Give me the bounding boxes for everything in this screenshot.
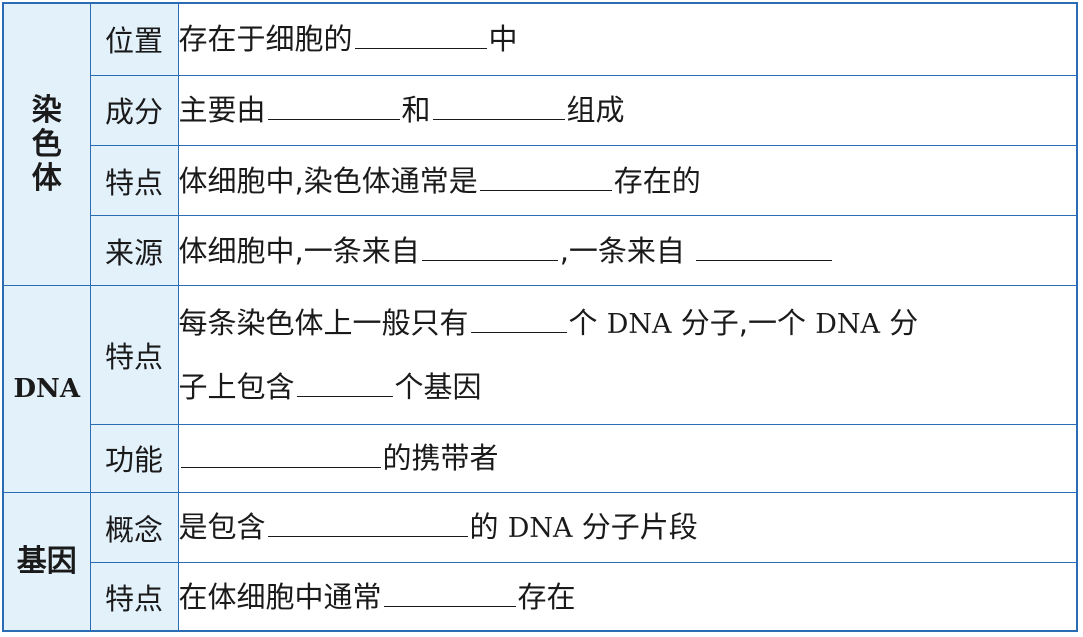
table-row: 来源 体细胞中,一条来自 ,一条来自	[3, 215, 1078, 287]
fill-blank[interactable]	[267, 510, 468, 537]
attribute-cell: 特点	[89, 144, 179, 217]
description-cell: 每条染色体上一般只有 个 DNA 分子,一个 DNA 分子上包含 个基因	[177, 285, 1078, 425]
fill-blank[interactable]	[354, 22, 487, 50]
fill-blank[interactable]	[180, 441, 381, 469]
fill-blank[interactable]	[267, 93, 400, 121]
description-cell: 存在于细胞的 中	[177, 2, 1078, 76]
text-segment: 的携带者	[382, 441, 499, 476]
text-segment: DNA	[507, 512, 573, 544]
description-cell: 主要由 和 组成	[177, 74, 1078, 146]
category-gene: 基因	[2, 492, 91, 632]
text-segment: 的	[469, 509, 499, 544]
fill-blank[interactable]	[296, 370, 393, 398]
fill-blank[interactable]	[421, 234, 558, 261]
description-cell: 的携带者	[177, 423, 1078, 494]
attribute-cell: 特点	[89, 562, 179, 632]
text-segment: 组成	[566, 93, 625, 128]
text-segment: DNA	[606, 309, 672, 341]
text-segment: 分	[889, 306, 919, 341]
fill-blank[interactable]	[696, 234, 833, 261]
text-segment: ,一条来自	[559, 233, 685, 268]
attribute-cell: 来源	[89, 215, 179, 287]
attribute-cell: 功能	[89, 423, 179, 494]
text-segment: 和	[401, 93, 431, 128]
fill-blank[interactable]	[432, 93, 565, 121]
description-cell: 体细胞中,染色体通常是 存在的	[177, 144, 1078, 217]
attribute-cell: 位置	[89, 2, 179, 76]
text-segment: 存在的	[613, 163, 701, 198]
text-segment: 个基因	[394, 370, 482, 405]
description-cell: 是包含 的 DNA 分子片段	[177, 492, 1078, 564]
table-row: 成分 主要由 和 组成	[3, 74, 1078, 146]
text-segment: 个	[568, 306, 598, 341]
text-segment: DNA	[815, 309, 880, 341]
description-cell: 体细胞中,一条来自 ,一条来自	[177, 215, 1078, 287]
text-segment: 是包含	[178, 509, 266, 544]
text-segment: 体细胞中,一条来自	[178, 233, 420, 268]
text-segment: 在体细胞中通常	[178, 579, 382, 614]
attribute-cell: 概念	[89, 492, 179, 564]
text-segment: 中	[488, 22, 518, 57]
fill-blank[interactable]	[383, 580, 516, 607]
table-row: DNA 特点 每条染色体上一般只有 个 DNA 分子,一个 DNA 分子上包含 个基…	[2, 285, 1078, 494]
text-segment: 分子,一个	[680, 306, 806, 341]
fill-blank[interactable]	[479, 164, 612, 191]
text-segment: 主要由	[178, 93, 266, 128]
table-row: 染色体 位置 存在于细胞的 中	[2, 2, 1078, 287]
text-segment: 分子片段	[581, 509, 698, 544]
description-cell: 在体细胞中通常 存在	[177, 562, 1078, 632]
attribute-cell: 成分	[89, 74, 179, 146]
text-segment: 存在于细胞的	[178, 22, 353, 57]
category-chromosome: 染色体	[2, 2, 91, 287]
attribute-cell: 特点	[89, 285, 179, 425]
fill-blank[interactable]	[470, 306, 567, 334]
text-segment: 每条染色体上一般只有	[178, 306, 469, 341]
text-segment: 体细胞中,染色体通常是	[178, 163, 478, 198]
table-row: 基因 概念 是包含 的 DNA 分子片段	[2, 492, 1078, 632]
category-label: 染色体	[31, 92, 62, 196]
table-row: 功能 的携带者	[3, 423, 1078, 494]
text-segment: 存在	[517, 579, 576, 614]
category-dna: DNA	[2, 285, 91, 494]
table-row: 特点 在体细胞中通常 存在	[3, 562, 1078, 632]
text-segment: 子上包含	[178, 370, 295, 405]
table-row: 特点 体细胞中,染色体通常是 存在的	[3, 144, 1078, 217]
